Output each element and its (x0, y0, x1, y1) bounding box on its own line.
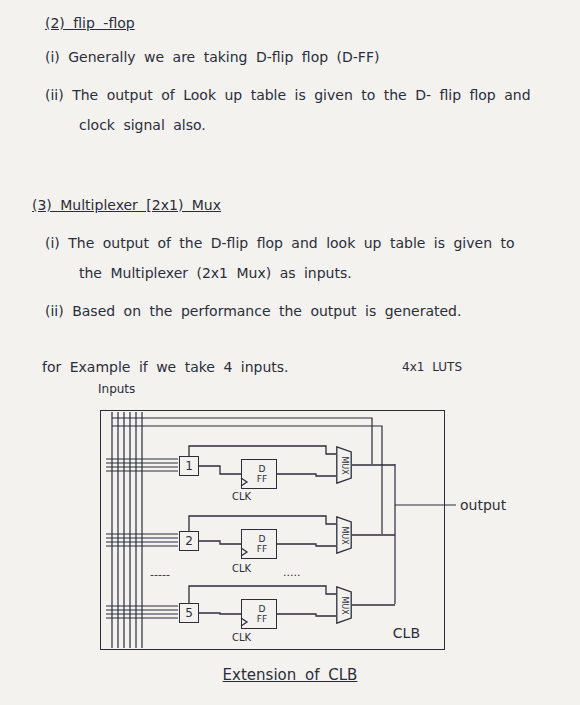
wire (189, 446, 336, 456)
node-text: MUX (340, 526, 349, 544)
wire (199, 466, 241, 474)
section-heading: (3) Multiplexer [2x1) Mux (32, 190, 452, 220)
mux-symbol: MUX (336, 586, 352, 624)
note-text: (i) The output of the D-flip flop and lo… (45, 228, 535, 288)
mux-output-wire (352, 604, 395, 605)
node-text: MUX (340, 596, 349, 614)
ellipsis-mark: ----- (150, 568, 210, 582)
mux-symbol: MUX (336, 516, 352, 554)
flip-flop-box: D FF (241, 459, 277, 489)
mux-output-wire (352, 534, 395, 535)
wire (277, 614, 336, 616)
note-text: (ii) The output of Look up table is give… (45, 80, 535, 140)
bus-label: Inputs (98, 382, 188, 396)
lut-box: 2 (179, 531, 199, 551)
mux-output-wire (352, 464, 395, 465)
node-text: CLB (393, 625, 420, 641)
note-text: (ii) Based on the performance the output… (45, 296, 565, 326)
wire (199, 541, 241, 544)
caption: Extension of CLB (160, 660, 420, 690)
flip-flop-box: D FF (241, 599, 277, 629)
node-text: 1 (185, 460, 193, 473)
note-text: (i) Generally we are taking D-flip flop … (45, 42, 565, 72)
wire (277, 544, 336, 546)
lut-box: 1 (179, 456, 199, 476)
wire (199, 613, 241, 614)
ellipsis-mark: ..... (283, 566, 343, 580)
node-text: D FF (254, 464, 270, 484)
node-text: MUX (340, 456, 349, 474)
wire (189, 586, 336, 603)
clb-block: CLB 1 D FF MUX 2 D FF MUX 5 D FF MUX (100, 410, 445, 650)
lut-label: 4x1 LUTS (402, 360, 532, 374)
clock-label: CLK (232, 562, 272, 576)
clock-label: CLK (232, 631, 272, 645)
section-heading: (2) flip -flop (45, 8, 265, 38)
mux-symbol: MUX (336, 446, 352, 484)
node-text: 5 (185, 607, 193, 620)
note-text: for Example if we take 4 inputs. (42, 352, 402, 382)
flip-flop-box: D FF (241, 529, 277, 559)
clock-label: CLK (232, 490, 272, 504)
node-text: D FF (254, 604, 270, 624)
output-label: output (460, 492, 550, 518)
lut-box: 5 (179, 603, 199, 623)
node-text: 2 (185, 535, 193, 548)
wire (277, 474, 336, 476)
node-text: D FF (254, 534, 270, 554)
